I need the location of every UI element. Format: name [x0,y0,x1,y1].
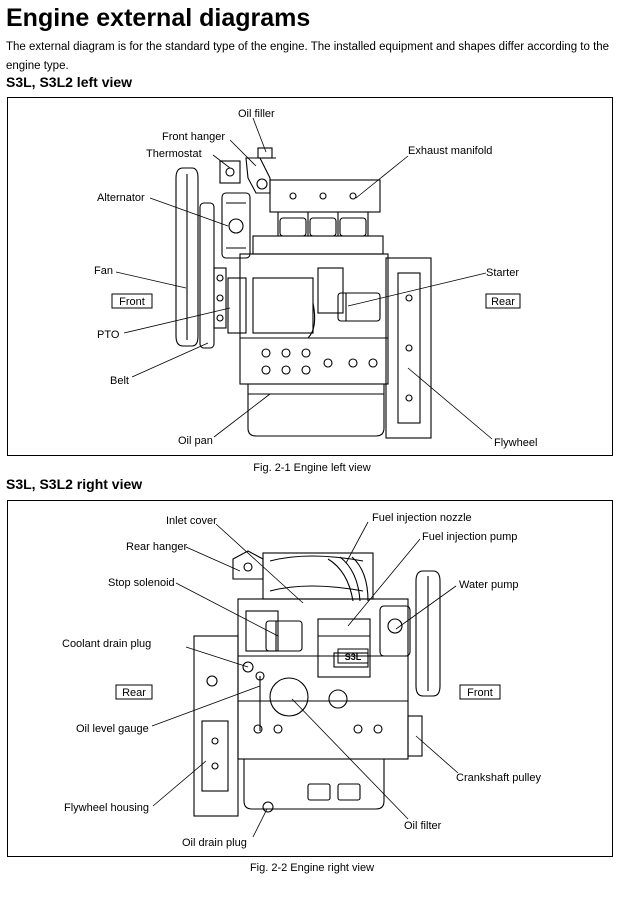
figure2-frame: S3L Rear Front Inlet cover Fuel injectio… [7,500,613,857]
engine-left-view-diagram: Front Rear Oil filler Front hanger Therm… [94,108,537,449]
front-label-right: Front [467,687,493,699]
label-oil-level-gauge: Oil level gauge [76,723,149,735]
starter-shape [307,292,381,339]
label-fuel-injection-pump: Fuel injection pump [422,531,517,543]
label-flywheel-housing: Flywheel housing [64,802,149,814]
intro-text: The external diagram is for the standard… [6,41,610,72]
belt-pulley-shape [199,202,227,349]
oil-drain-plug-shape [262,801,274,813]
figure1-frame: Front Rear Oil filler Front hanger Therm… [7,97,613,456]
engine-block-shape-right [237,598,409,760]
coolant-drain-plug-shape [242,661,254,673]
stop-solenoid-shape [265,620,303,652]
oil-filler-shape [254,147,276,159]
label-front-hanger: Front hanger [162,131,225,143]
cylinder-head-shape [252,235,384,255]
label-alternator: Alternator [97,192,145,204]
label-inlet-cover: Inlet cover [166,515,217,527]
figure1-leader-lines [115,117,493,440]
label-starter: Starter [486,267,519,279]
front-box [111,293,153,309]
engine-badge: S3L [345,652,362,662]
label-water-pump: Water pump [459,579,519,591]
fuel-injection-pump-shape [317,618,371,678]
label-exhaust-manifold: Exhaust manifold [408,145,492,157]
figure2-heading: S3L, S3L2 right view [6,476,143,492]
label-fan: Fan [94,265,113,277]
fuel-injection-nozzle-shape [327,556,369,602]
fan-shape [175,167,199,347]
label-belt: Belt [110,375,129,387]
oil-filter-shape [269,677,309,717]
front-box-right [459,684,501,700]
figure1-caption: Fig. 2-1 Engine left view [253,462,371,474]
page-title: Engine external diagrams [6,4,311,32]
rear-box [485,293,521,309]
flywheel-shape [385,257,432,439]
oil-pan-shape [247,384,385,437]
oil-level-gauge-shape [255,671,265,731]
label-thermostat: Thermostat [146,148,202,160]
engine-badge-box [337,648,369,664]
label-oil-pan: Oil pan [178,435,213,447]
pto-shape [227,277,247,334]
alternator-shape [221,192,251,259]
water-pump-shape [379,605,411,657]
label-stop-solenoid: Stop solenoid [108,577,175,589]
front-hanger-shape [245,157,271,194]
rear-label: Rear [491,296,515,308]
label-pto: PTO [97,329,120,341]
label-flywheel: Flywheel [494,437,537,449]
rear-label-right: Rear [122,687,146,699]
label-oil-filter: Oil filter [404,820,442,832]
label-coolant-drain-plug: Coolant drain plug [62,638,151,650]
exhaust-manifold-shape [269,179,381,237]
crankshaft-pulley-shape [407,570,441,757]
figure2-caption: Fig. 2-2 Engine right view [249,862,375,874]
engine-right-view-diagram: S3L Rear Front Inlet cover Fuel injectio… [62,512,541,849]
figure2-leader-lines [151,521,459,838]
rear-hanger-shape [232,550,264,580]
front-label: Front [119,296,145,308]
label-oil-filler: Oil filler [238,108,275,120]
thermostat-shape [219,160,241,184]
flywheel-housing-shape [193,635,239,817]
figure1-heading: S3L, S3L2 left view [6,74,133,90]
oil-pan-shape-right [243,759,385,810]
label-fuel-injection-nozzle: Fuel injection nozzle [372,512,472,524]
inlet-cover-shape [262,552,374,600]
engine-block-shape [239,253,389,385]
label-crankshaft-pulley: Crankshaft pulley [456,772,541,784]
label-oil-drain-plug: Oil drain plug [182,837,247,849]
label-rear-hanger: Rear hanger [126,541,187,553]
rear-box-right [115,684,153,700]
